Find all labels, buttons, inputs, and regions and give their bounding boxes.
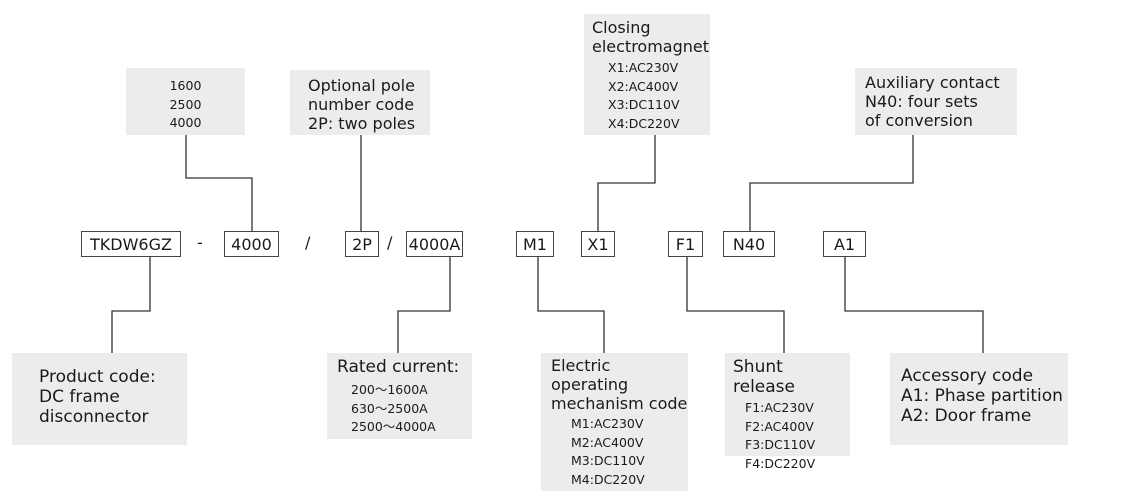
pole-code-box: Optional pole number code 2P: two poles	[290, 70, 430, 135]
accessory-code-line: A1: Phase partition	[901, 386, 1063, 406]
separator-slash: /	[387, 233, 393, 252]
separator-dash: -	[197, 233, 203, 252]
auxiliary-line: N40: four sets	[865, 92, 978, 111]
connector-closing	[597, 135, 656, 231]
frame-rating-item: 2500	[169, 96, 202, 112]
pole-code-line: number code	[308, 95, 415, 114]
frame-rating-box: 1600 2500 4000	[126, 68, 245, 135]
shunt-release-box: Shunt release F1:AC230V F2:AC400V F3:DC1…	[725, 353, 850, 471]
code-product: TKDW6GZ	[81, 231, 181, 257]
operating-list: M1:AC230V M2:AC400V M3:DC110V M4:DC220V	[551, 415, 688, 489]
shunt-release-item: F4:DC220V	[745, 455, 816, 471]
operating-item: M1:AC230V	[571, 416, 644, 431]
rated-current-item: 2500～4000A	[351, 419, 436, 435]
pole-code-line: Optional pole	[308, 76, 415, 95]
closing-item: X4:DC220V	[608, 115, 680, 131]
connector-accessory	[844, 257, 984, 353]
pole-code-line: 2P: two poles	[308, 114, 416, 133]
auxiliary-contact-box: Auxiliary contact N40: four sets of conv…	[855, 68, 1017, 135]
operating-title-line: Electric	[551, 356, 611, 375]
connector-frame	[185, 135, 253, 231]
closing-electromagnet-box: Closing electromagnet X1:AC230V X2:AC400…	[584, 14, 710, 135]
shunt-release-item: F3:DC110V	[745, 437, 816, 453]
code-auxiliary: N40	[723, 231, 775, 257]
rated-current-item: 200～1600A	[351, 382, 428, 397]
code-closing: X1	[581, 231, 615, 257]
auxiliary-line: Auxiliary contact	[865, 73, 1000, 92]
separator-slash: /	[305, 233, 311, 252]
accessory-code-box: Accessory code A1: Phase partition A2: D…	[890, 353, 1068, 445]
rated-current-item: 630～2500A	[351, 400, 428, 416]
code-operating: M1	[516, 231, 554, 257]
closing-item: X2:AC400V	[608, 78, 679, 94]
operating-mechanism-box: Electric operating mechanism code M1:AC2…	[541, 353, 688, 491]
closing-item: X3:DC110V	[608, 97, 680, 113]
connector-current	[397, 257, 451, 353]
product-code-box: Product code: DC frame disconnector	[12, 353, 187, 445]
closing-list: X1:AC230V X2:AC400V X3:DC110V X4:DC220V	[592, 59, 710, 133]
code-current: 4000A	[406, 231, 463, 257]
code-frame: 4000	[224, 231, 279, 257]
auxiliary-line: of conversion	[865, 111, 973, 130]
closing-title-line: electromagnet	[592, 37, 710, 56]
product-code-line: DC frame	[39, 387, 120, 407]
accessory-code-line: Accessory code	[901, 366, 1034, 386]
closing-title-line: Closing	[592, 18, 651, 37]
connector-product	[111, 257, 151, 353]
connector-shunt	[686, 257, 785, 353]
shunt-release-item: F1:AC230V	[745, 400, 814, 415]
operating-title-line: mechanism code	[551, 394, 688, 413]
connector-operating	[537, 257, 605, 353]
frame-rating-list: 1600 2500 4000	[126, 77, 245, 133]
accessory-code-line: A2: Door frame	[901, 406, 1032, 426]
shunt-release-item: F2:AC400V	[745, 418, 814, 434]
connector-auxiliary	[749, 135, 914, 231]
rated-current-list: 200～1600A 630～2500A 2500～4000A	[337, 381, 472, 437]
operating-item: M2:AC400V	[571, 434, 644, 450]
operating-item: M3:DC110V	[571, 453, 645, 469]
shunt-release-title: Shunt release	[733, 357, 795, 397]
frame-rating-item: 1600	[169, 78, 202, 93]
code-poles: 2P	[345, 231, 379, 257]
rated-current-box: Rated current: 200～1600A 630～2500A 2500～…	[327, 353, 472, 439]
product-code-line: Product code:	[39, 367, 156, 387]
closing-item: X1:AC230V	[608, 60, 679, 75]
frame-rating-item: 4000	[169, 115, 202, 131]
product-code-line: disconnector	[39, 407, 149, 427]
code-shunt: F1	[668, 231, 703, 257]
code-accessory: A1	[823, 231, 866, 257]
operating-title-line: operating	[551, 375, 629, 394]
shunt-release-list: F1:AC230V F2:AC400V F3:DC110V F4:DC220V	[733, 399, 850, 473]
rated-current-title: Rated current:	[337, 357, 460, 377]
operating-item: M4:DC220V	[571, 471, 645, 487]
